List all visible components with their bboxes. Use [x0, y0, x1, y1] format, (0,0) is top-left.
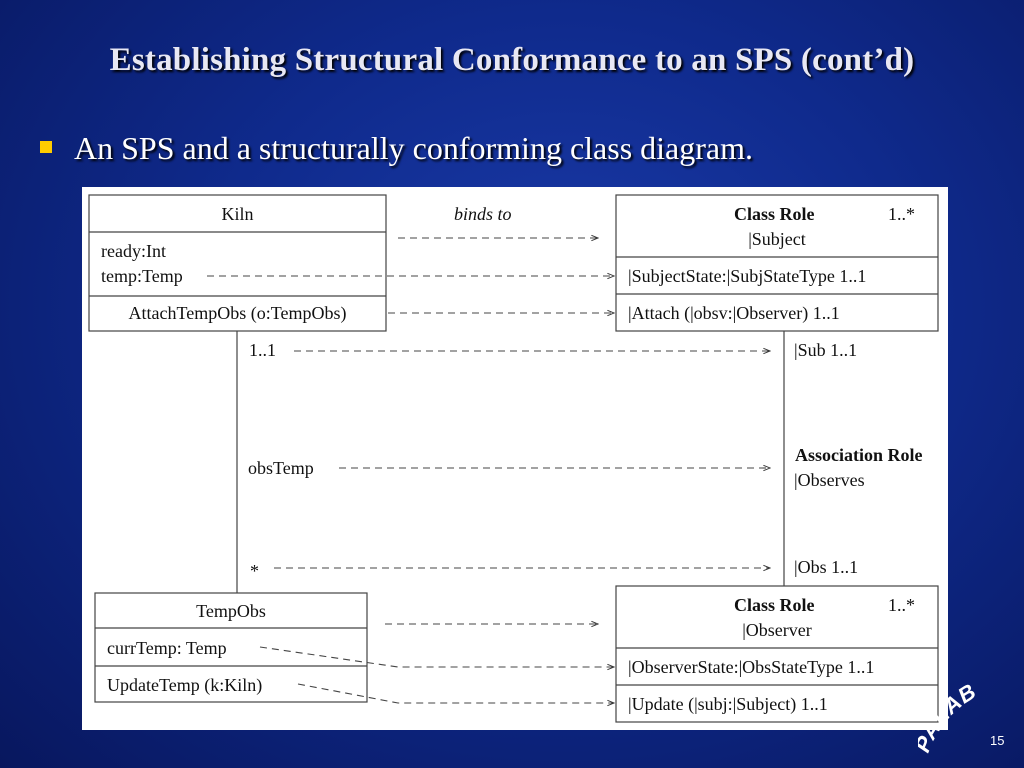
- observer-role-heading: Class Role: [734, 595, 815, 615]
- observer-role-attr: |ObserverState:|ObsStateType 1..1: [628, 657, 875, 677]
- tempobs-attr-currtemp: currTemp: Temp: [107, 638, 227, 658]
- tempobs-class-box: [94, 592, 368, 703]
- tempobs-class-name: TempObs: [196, 601, 266, 621]
- subject-role-op: |Attach (|obsv:|Observer) 1..1: [628, 303, 840, 323]
- obs-end-label: |Obs 1..1: [794, 557, 859, 577]
- kiln-class-name: Kiln: [221, 204, 254, 224]
- binds-arrow-observer-op: [297, 683, 614, 703]
- association-role-heading: Association Role: [795, 445, 923, 465]
- bullet-square-icon: [40, 141, 52, 153]
- observer-role-multiplicity: 1..*: [888, 595, 915, 615]
- tempobs-op-update: UpdateTemp (k:Kiln): [107, 675, 263, 695]
- association-role-name: obsTemp: [248, 458, 314, 478]
- tempobs-end-multiplicity: *: [250, 561, 259, 581]
- bullet-text: An SPS and a structurally conforming cla…: [74, 130, 753, 166]
- kiln-op-attach: AttachTempObs (o:TempObs): [128, 303, 347, 323]
- observer-role-op: |Update (|subj:|Subject) 1..1: [628, 694, 828, 714]
- subject-role-attr: |SubjectState:|SubjStateType 1..1: [628, 266, 867, 286]
- binds-arrow-observer-attr: [259, 646, 614, 667]
- subject-role-heading: Class Role: [734, 204, 815, 224]
- subject-role-multiplicity: 1..*: [888, 204, 915, 224]
- kiln-attr-temp: temp:Temp: [101, 266, 183, 286]
- association-role-observes: |Observes: [794, 470, 865, 490]
- palab-logo: PALAB: [918, 678, 981, 756]
- svg-text:PALAB: PALAB: [918, 678, 981, 756]
- observer-role-name: |Observer: [742, 620, 812, 640]
- kiln-end-multiplicity: 1..1: [249, 340, 276, 360]
- kiln-attr-ready: ready:Int: [101, 241, 166, 261]
- page-number: 15: [990, 733, 1005, 748]
- class-diagram: Kiln ready:Int temp:Temp AttachTempObs (…: [82, 187, 948, 730]
- sub-end-label: |Sub 1..1: [794, 340, 858, 360]
- subject-role-box: [615, 194, 939, 332]
- subject-role-name: |Subject: [748, 229, 806, 249]
- slide-title: Establishing Structural Conformance to a…: [109, 42, 915, 78]
- binds-to-label: binds to: [454, 204, 512, 224]
- bullet-item: An SPS and a structurally conforming cla…: [40, 130, 753, 167]
- diagram-lines: [88, 194, 939, 723]
- palab-logo-text: PALAB: [918, 678, 980, 756]
- observer-role-box: [615, 585, 939, 723]
